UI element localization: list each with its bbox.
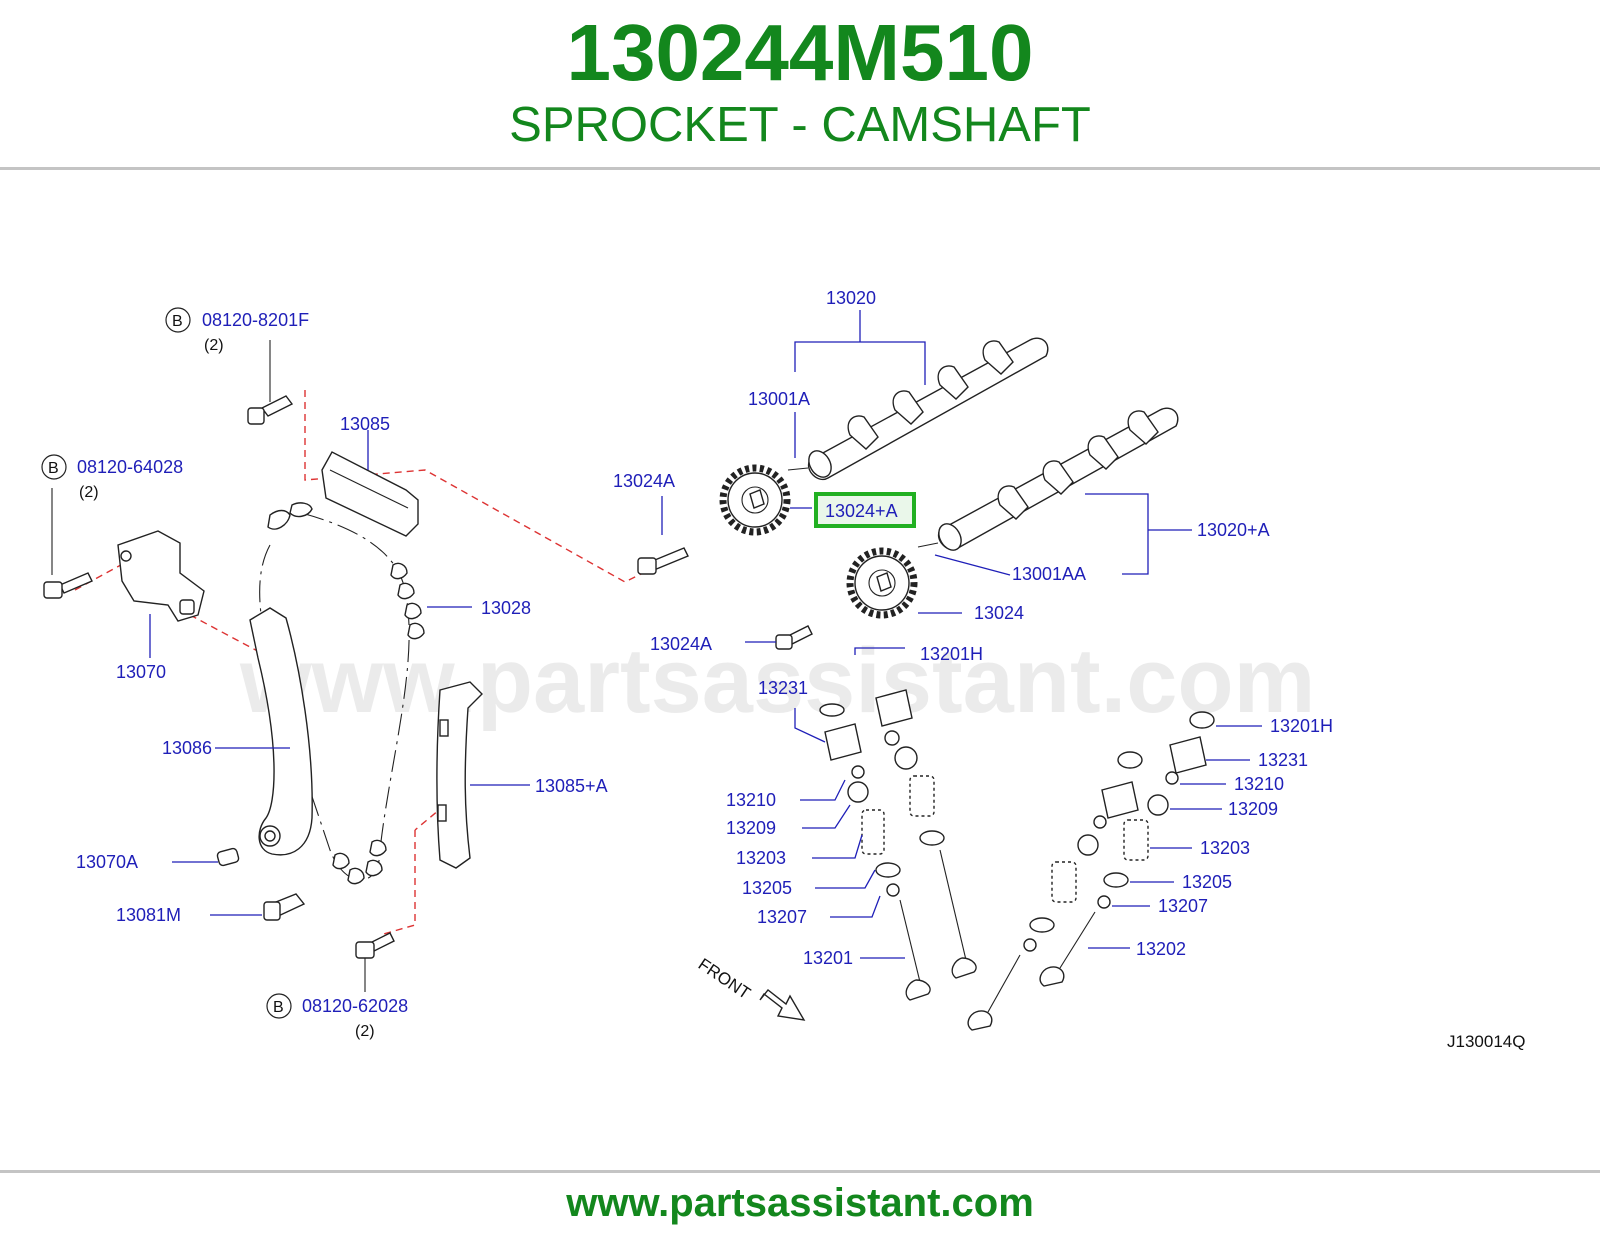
leader-lines-left-valve xyxy=(794,708,905,959)
bolt-08120-8201F-icon[interactable] xyxy=(247,340,294,425)
callout-13020[interactable]: 13020 xyxy=(826,288,876,308)
sprocket-bolt-13024A-bottom-icon[interactable] xyxy=(745,625,813,650)
callout-13070[interactable]: 13070 xyxy=(116,662,166,682)
callout-13201H-left[interactable]: 13201H xyxy=(920,644,983,664)
callout-13209-left[interactable]: 13209 xyxy=(726,818,776,838)
header-divider xyxy=(0,167,1600,170)
bolt-08120-64028-qty: (2) xyxy=(79,484,99,501)
callout-13085A[interactable]: 13085+A xyxy=(535,776,608,796)
callout-bracket-13020A xyxy=(934,493,1192,576)
bolt-marker-3: B xyxy=(266,993,292,1019)
callout-13231-left[interactable]: 13231 xyxy=(758,678,808,698)
sprocket-bolt-13024A-top-icon[interactable] xyxy=(637,496,689,575)
bolt-08120-8201F-qty: (2) xyxy=(204,337,224,354)
valve-train-left-icon[interactable] xyxy=(819,647,977,1001)
diagram-code: J130014Q xyxy=(1447,1032,1525,1051)
part-name-subtitle: SPROCKET - CAMSHAFT xyxy=(509,98,1091,152)
callout-13205-left[interactable]: 13205 xyxy=(742,878,792,898)
callout-13207-left[interactable]: 13207 xyxy=(757,907,807,927)
bolt-marker-2: B xyxy=(41,454,67,480)
callout-13028[interactable]: 13028 xyxy=(481,598,531,618)
valve-train-right-icon[interactable] xyxy=(967,711,1215,1031)
bolt-08120-62028-icon[interactable] xyxy=(355,932,395,992)
callout-13209-right[interactable]: 13209 xyxy=(1228,799,1278,819)
callout-13207-right[interactable]: 13207 xyxy=(1158,896,1208,916)
callout-13210-right[interactable]: 13210 xyxy=(1234,774,1284,794)
callout-13085[interactable]: 13085 xyxy=(340,414,390,434)
callout-13024A-bottom[interactable]: 13024A xyxy=(650,634,712,654)
callout-13024A-highlighted[interactable]: 13024+A xyxy=(825,501,898,521)
front-direction-arrow-icon xyxy=(759,989,806,1021)
callout-13203-left[interactable]: 13203 xyxy=(736,848,786,868)
callout-13020A[interactable]: 13020+A xyxy=(1197,520,1270,540)
svg-text:B: B xyxy=(273,999,284,1016)
bolt-marker-1: B xyxy=(165,307,191,333)
bolt-13081M-icon[interactable] xyxy=(210,893,306,921)
callout-13201H-right[interactable]: 13201H xyxy=(1270,716,1333,736)
chain-tensioner-13070-icon[interactable] xyxy=(117,530,205,658)
callout-13070A[interactable]: 13070A xyxy=(76,852,138,872)
page-header: 130244M510 SPROCKET - CAMSHAFT xyxy=(0,0,1600,168)
callout-13086[interactable]: 13086 xyxy=(162,738,212,758)
footer-website-link[interactable]: www.partsassistant.com xyxy=(566,1181,1034,1225)
chain-guide-13085-icon[interactable] xyxy=(321,430,419,537)
tensioner-arm-13086-icon[interactable] xyxy=(215,607,313,856)
sprocket-lower-13024-icon[interactable] xyxy=(846,547,962,619)
front-label: FRONT xyxy=(695,955,754,1003)
callout-13210-left[interactable]: 13210 xyxy=(726,790,776,810)
leader-lines-right-valve xyxy=(1088,725,1262,949)
slack-guide-13085A-icon[interactable] xyxy=(436,681,530,869)
footer-divider xyxy=(0,1170,1600,1173)
bolt-08120-62028-qty: (2) xyxy=(355,1023,375,1040)
bolt-08120-64028-icon[interactable] xyxy=(43,488,93,599)
timing-chain-13028-icon[interactable] xyxy=(259,502,472,885)
pivot-pin-13070A-icon[interactable] xyxy=(172,847,240,867)
camshaft-lower-icon[interactable] xyxy=(917,407,1179,554)
callout-13203-right[interactable]: 13203 xyxy=(1200,838,1250,858)
bolt-08120-8201F-label[interactable]: 08120-8201F xyxy=(202,310,309,330)
camshaft-upper-icon[interactable] xyxy=(787,337,1049,481)
svg-text:B: B xyxy=(48,460,59,477)
highlight-box xyxy=(814,492,916,528)
callout-13001AA[interactable]: 13001AA xyxy=(1012,564,1086,584)
bolt-08120-64028-label[interactable]: 08120-64028 xyxy=(77,457,183,477)
bolt-08120-62028-label[interactable]: 08120-62028 xyxy=(302,996,408,1016)
callout-bracket-13020 xyxy=(794,310,926,458)
part-number-title: 130244M510 xyxy=(566,8,1034,97)
callout-13024A-top[interactable]: 13024A xyxy=(613,471,675,491)
callout-13231-right[interactable]: 13231 xyxy=(1258,750,1308,770)
callout-13201[interactable]: 13201 xyxy=(803,948,853,968)
callout-13001A[interactable]: 13001A xyxy=(748,389,810,409)
callout-13024[interactable]: 13024 xyxy=(974,603,1024,623)
svg-text:B: B xyxy=(172,313,183,330)
callout-13202[interactable]: 13202 xyxy=(1136,939,1186,959)
callout-13081M[interactable]: 13081M xyxy=(116,905,181,925)
sprocket-upper-13024A-icon[interactable] xyxy=(719,464,812,536)
callout-13205-right[interactable]: 13205 xyxy=(1182,872,1232,892)
